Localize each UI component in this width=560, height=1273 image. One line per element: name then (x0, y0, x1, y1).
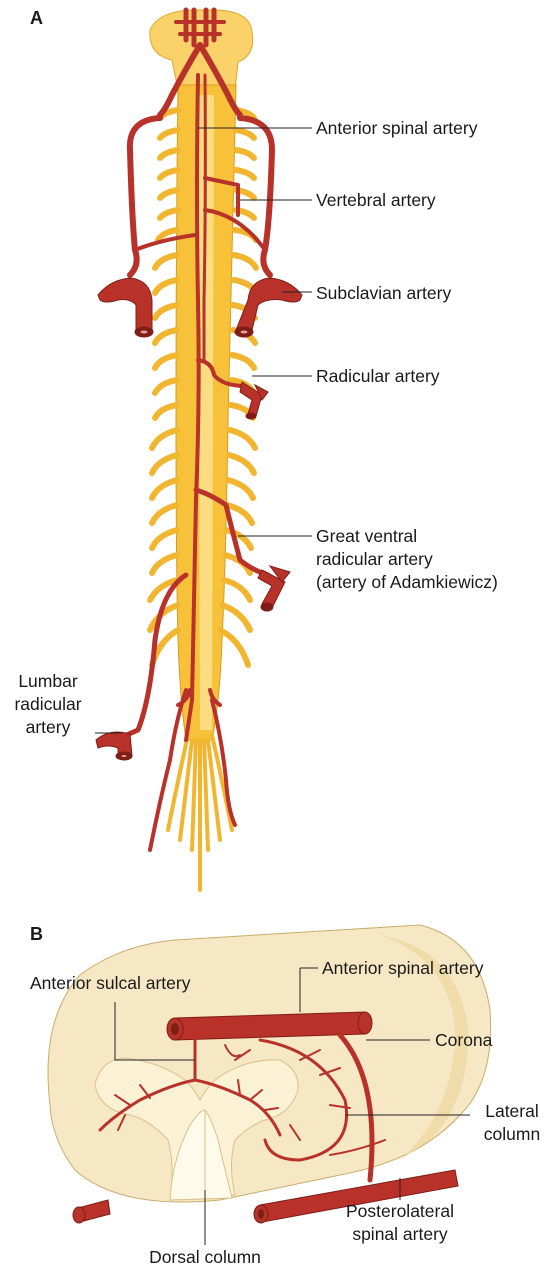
label-posterolateral-line1: Posterolateral (330, 1200, 470, 1222)
label-subclavian-artery: Subclavian artery (316, 282, 451, 304)
label-anterior-spinal-artery-b: Anterior spinal artery (322, 957, 483, 979)
anterior-spinal-artery-tube (167, 1012, 372, 1040)
grey-matter (95, 1058, 298, 1200)
label-great-ventral-line1: Great ventral (316, 525, 417, 547)
label-dorsal-column: Dorsal column (125, 1246, 285, 1268)
label-anterior-sulcal-artery: Anterior sulcal artery (30, 972, 190, 994)
label-great-ventral-line3: (artery of Adamkiewicz) (316, 571, 498, 593)
label-lumbar-line2: radicular (8, 693, 88, 715)
nerve-roots-left (150, 110, 178, 665)
panel-b-letter: B (30, 924, 43, 945)
label-corona: Corona (435, 1029, 492, 1051)
label-great-ventral-line2: radicular artery (316, 548, 433, 570)
label-lumbar-line3: artery (8, 716, 88, 738)
label-anterior-spinal-artery: Anterior spinal artery (316, 117, 477, 139)
label-posterolateral-line2: spinal artery (330, 1223, 470, 1245)
label-lateral-line2: column (472, 1123, 552, 1145)
label-radicular-artery: Radicular artery (316, 365, 440, 387)
arteries-panel-b (100, 1035, 385, 1180)
label-lumbar-line1: Lumbar (8, 670, 88, 692)
label-lateral-line1: Lateral (472, 1100, 552, 1122)
label-vertebral-artery: Vertebral artery (316, 189, 436, 211)
dorsal-column-region (170, 1110, 232, 1200)
